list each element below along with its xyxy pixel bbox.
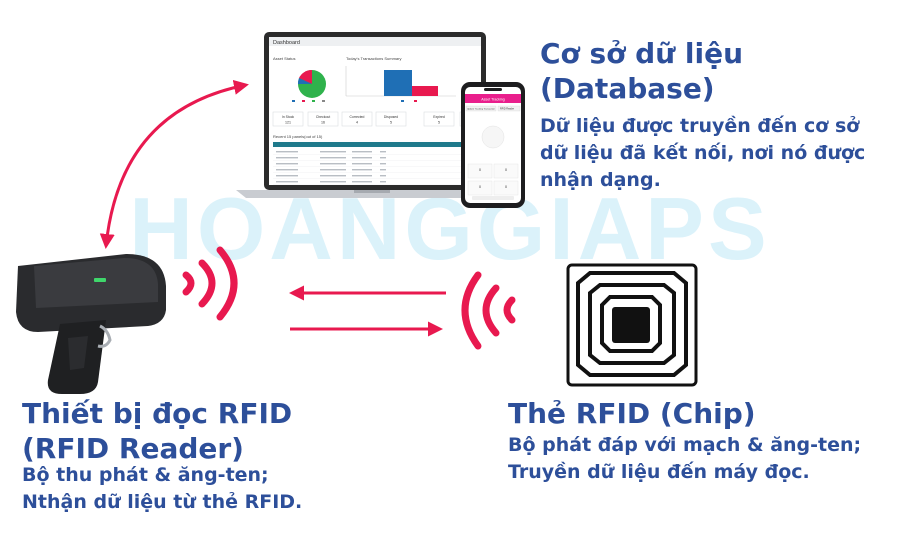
stat-label: Corrected <box>350 115 365 119</box>
table-row-line <box>320 157 346 159</box>
pie-slice-red <box>299 69 312 84</box>
transactions-bar-blue <box>384 70 412 96</box>
table-row-line <box>276 181 298 183</box>
stat-box <box>307 111 339 127</box>
laptop-base <box>236 190 508 198</box>
transactions-bar-pink <box>412 86 438 96</box>
table-row-line <box>352 151 372 153</box>
database-title: Cơ sở dữ liệu (Database) <box>540 36 743 106</box>
table-row-line <box>352 163 372 165</box>
table-row-line <box>276 175 298 177</box>
chip-wave-icon <box>461 271 516 350</box>
phone-cell-value: 0 <box>505 185 507 189</box>
transactions-label: Today's Transactions Summary <box>346 56 401 61</box>
table-row-line <box>352 157 372 159</box>
table-row-line <box>320 169 346 171</box>
stat-box <box>375 111 407 127</box>
reader-title-line2: (RFID Reader) <box>22 432 244 465</box>
phone-tab-1 <box>465 105 497 112</box>
phone-cell <box>493 163 519 179</box>
chip-title: Thẻ RFID (Chip) <box>508 397 756 430</box>
table-row-line <box>380 181 386 183</box>
laptop-notch <box>354 190 390 193</box>
table-row-line <box>352 175 372 177</box>
asset-status-label: Asset Status <box>273 56 295 61</box>
table-header <box>273 142 477 147</box>
chip-description: Bộ phát đáp với mạch & ăng-ten; Truyền d… <box>508 434 862 483</box>
rfid-reader-device <box>16 254 166 394</box>
stat-label: Expired <box>433 115 445 119</box>
phone-cell <box>493 180 519 196</box>
phone-cell-value: 0 <box>505 168 507 172</box>
dashboard-table-rows <box>273 151 477 185</box>
table-title: Recent 15 panels(out of 15) <box>273 134 323 139</box>
phone-cell <box>467 180 493 196</box>
reader-title: Thiết bị đọc RFID (RFID Reader) <box>22 396 292 466</box>
pie-slice-blue <box>297 78 312 84</box>
phone-app-title: Asset Tracking <box>481 98 505 102</box>
chip-antenna-middle <box>588 283 676 365</box>
table-row-line <box>380 151 386 153</box>
reader-wave-icon <box>182 246 238 321</box>
table-row-line <box>380 169 386 171</box>
phone-cells: 0 0 0 0 <box>467 163 519 196</box>
stat-label: Checkout <box>316 115 330 119</box>
reader-strap <box>97 324 112 348</box>
reader-title-line1: Thiết bị đọc RFID <box>22 397 293 430</box>
database-title-line1: Cơ sở dữ liệu <box>540 37 744 70</box>
stat-box <box>272 111 304 127</box>
stat-box <box>341 111 373 127</box>
phone-tab-2 <box>497 105 521 112</box>
table-row-line <box>320 175 346 177</box>
table-row-line <box>380 157 386 159</box>
chip-die <box>612 307 650 343</box>
phone-notch <box>484 88 502 91</box>
table-row-line <box>276 151 298 153</box>
table-row-line <box>320 163 346 165</box>
svg-text:RFID Reader: RFID Reader <box>500 108 514 111</box>
chip-antenna-outer <box>576 271 688 377</box>
table-row-line <box>320 181 346 183</box>
table-row-line <box>320 151 346 153</box>
stat-box <box>423 111 455 127</box>
phone-app-bar <box>465 94 521 103</box>
stat-value: 5 <box>390 121 392 125</box>
dashboard-header: Dashboard <box>273 40 300 46</box>
table-row-line <box>276 157 298 159</box>
table-row-line <box>380 163 386 165</box>
rfid-chip-card <box>566 263 698 387</box>
phone-cell-value: 0 <box>479 185 481 189</box>
table-row-line <box>276 169 298 171</box>
stat-value: 121 <box>285 121 291 125</box>
database-description: Dữ liệu được truyền đến cơ sở dữ liệu đã… <box>540 115 866 191</box>
phone-scan-circle <box>481 125 505 149</box>
table-row-line <box>352 181 372 183</box>
svg-text:Update Tracking Transaction: Update Tracking Transaction <box>467 108 496 111</box>
stat-value: 16 <box>321 121 325 125</box>
reader-description: Bộ thu phát & ăng-ten; Nthận dữ liệu từ … <box>22 464 303 513</box>
table-row-line <box>352 169 372 171</box>
reader-database-double-arrow <box>99 79 249 249</box>
chip-antenna-inner <box>600 295 662 353</box>
stat-value: 4 <box>356 121 358 125</box>
reader-led <box>94 278 106 282</box>
phone-cell <box>467 163 493 179</box>
stat-label: In Stock <box>282 115 295 119</box>
dashboard-header-bar <box>269 37 481 46</box>
stat-label: Disposed <box>384 115 398 119</box>
phone-cell-value: 0 <box>479 168 481 172</box>
stat-value: 5 <box>438 121 440 125</box>
table-row-line <box>380 175 386 177</box>
table-row-line <box>276 163 298 165</box>
phone-bottom-bar <box>472 196 514 200</box>
database-title-line2: (Database) <box>540 72 715 105</box>
smartphone: Asset Tracking Update Tracking Transacti… <box>461 82 525 208</box>
